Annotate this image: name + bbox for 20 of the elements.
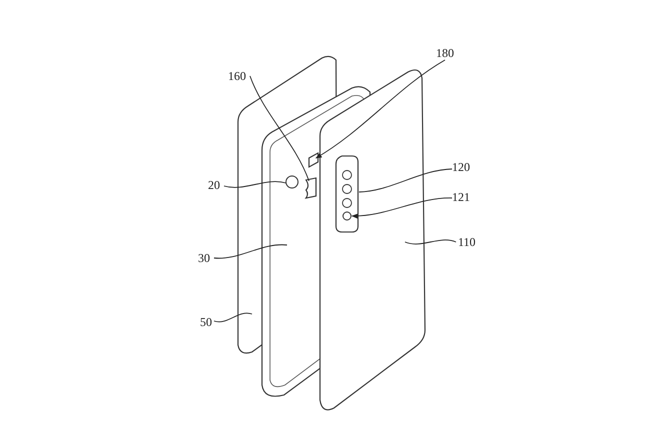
leader-line	[250, 76, 310, 182]
reference-numeral: 110	[458, 235, 476, 249]
leader-line	[315, 60, 446, 158]
leader-line	[214, 312, 252, 322]
reference-numeral: 180	[436, 46, 454, 60]
leader-line	[351, 198, 452, 218]
reference-numeral: 30	[198, 251, 210, 265]
hook-drawing	[305, 177, 317, 199]
leader-line	[214, 244, 288, 259]
reference-numeral: 20	[208, 178, 220, 192]
camera-module-drawing	[335, 155, 359, 233]
reference-numeral: 50	[200, 315, 212, 329]
leader-line	[358, 168, 452, 192]
reference-numeral: 120	[452, 160, 470, 174]
leader-line	[404, 240, 456, 244]
back-cover-drawing	[319, 69, 426, 410]
leader-line	[224, 181, 286, 188]
reference-numeral: 160	[228, 69, 246, 83]
flash-lens-drawing	[342, 212, 352, 220]
reference-numeral: 121	[452, 190, 470, 204]
